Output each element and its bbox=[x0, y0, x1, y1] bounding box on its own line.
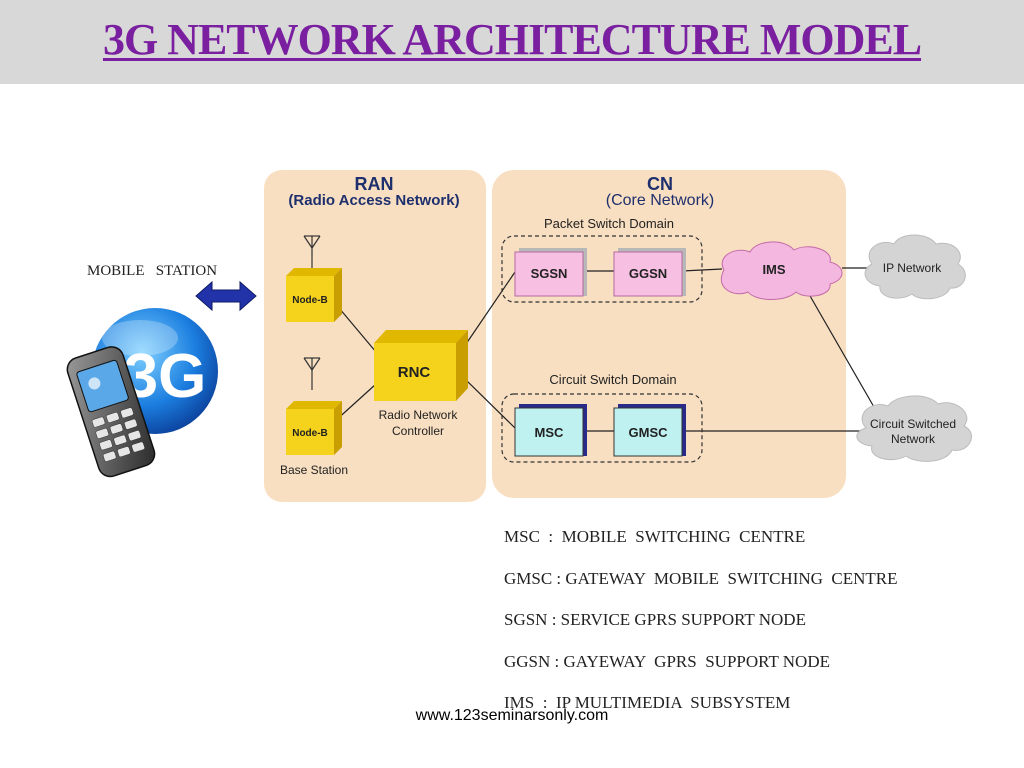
legend-item: IMS : IP MULTIMEDIA SUBSYSTEM bbox=[504, 693, 791, 712]
ggsn-node: GGSN bbox=[613, 248, 686, 297]
antenna-icon bbox=[303, 357, 321, 390]
rnc-caption: Radio Network bbox=[379, 408, 459, 422]
cn-subtitle: (Core Network) bbox=[606, 192, 714, 209]
msc-node: MSC bbox=[514, 404, 587, 457]
sgsn-node: SGSN bbox=[514, 248, 587, 297]
ip-network-cloud: IP Network bbox=[864, 234, 966, 300]
double-arrow-icon bbox=[195, 280, 257, 312]
circuit-switch-domain-box bbox=[501, 393, 703, 463]
antenna-icon bbox=[303, 235, 321, 268]
base-station-label: Base Station bbox=[280, 463, 348, 477]
circuit-switched-network-label: Network bbox=[891, 432, 936, 446]
node-b-top: Node-B bbox=[286, 268, 342, 322]
ims-label: IMS bbox=[762, 262, 785, 277]
circuit-switched-network-cloud: Circuit Switched Network bbox=[856, 395, 972, 462]
title-bar bbox=[0, 0, 1024, 84]
ran-subtitle: (Radio Access Network) bbox=[288, 192, 459, 209]
rnc-label: RNC bbox=[398, 364, 431, 381]
rnc-node: RNC bbox=[374, 330, 468, 401]
ims-cloud: IMS bbox=[721, 241, 843, 300]
footer-url: www.123seminarsonly.com bbox=[415, 707, 609, 724]
ran-title: RAN bbox=[355, 174, 394, 194]
ip-network-label: IP Network bbox=[883, 261, 942, 275]
mobile-station-label: MOBILE STATION bbox=[87, 263, 217, 279]
circuit-switched-network-label: Circuit Switched bbox=[870, 417, 956, 431]
circuit-switch-domain-label: Circuit Switch Domain bbox=[549, 372, 676, 387]
rnc-caption: Controller bbox=[392, 424, 444, 438]
ggsn-label: GGSN bbox=[629, 266, 667, 281]
legend-item: SGSN : SERVICE GPRS SUPPORT NODE bbox=[504, 610, 806, 629]
sgsn-label: SGSN bbox=[531, 266, 568, 281]
node-b-label: Node-B bbox=[292, 295, 328, 306]
page-title: 3G NETWORK ARCHITECTURE MODEL bbox=[102, 15, 922, 64]
gmsc-node: GMSC bbox=[613, 404, 686, 457]
legend-item: MSC : MOBILE SWITCHING CENTRE bbox=[504, 527, 806, 546]
packet-switch-domain-label: Packet Switch Domain bbox=[544, 216, 674, 231]
node-b-label: Node-B bbox=[292, 428, 328, 439]
connection-lines bbox=[333, 267, 879, 432]
packet-switch-domain-box bbox=[501, 235, 703, 303]
legend-item: GGSN : GAYEWAY GPRS SUPPORT NODE bbox=[504, 651, 830, 671]
mobile-phone-icon bbox=[66, 346, 156, 478]
legend-item: GMSC : GATEWAY MOBILE SWITCHING CENTRE bbox=[504, 568, 898, 588]
msc-label: MSC bbox=[535, 425, 565, 440]
gmsc-label: GMSC bbox=[629, 425, 669, 440]
node-b-bottom: Node-B bbox=[286, 401, 342, 455]
cn-title: CN bbox=[647, 174, 673, 194]
abbreviation-legend: MSC : MOBILE SWITCHING CENTRE GMSC : GAT… bbox=[504, 526, 898, 734]
